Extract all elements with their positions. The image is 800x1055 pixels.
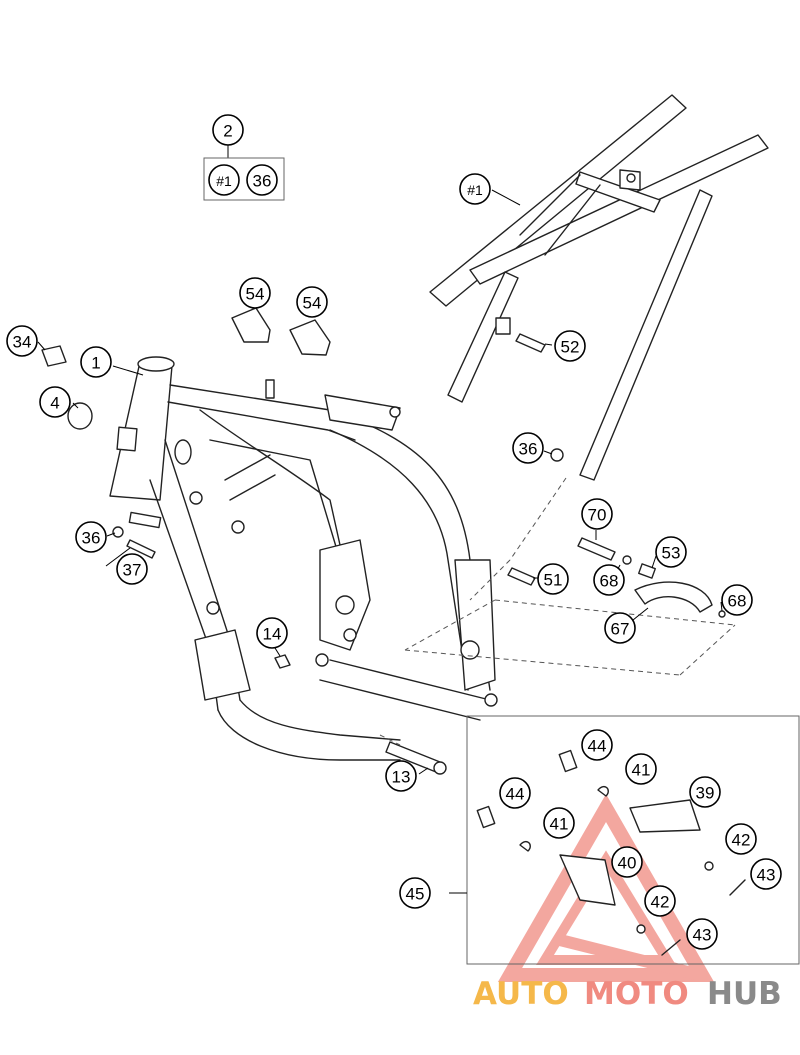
callout-2: 2 xyxy=(212,114,244,146)
callout-44-bottom: 44 xyxy=(499,777,531,809)
svg-text:45: 45 xyxy=(406,885,425,904)
svg-text:68: 68 xyxy=(728,592,747,611)
svg-text:36: 36 xyxy=(519,440,538,459)
callout-4: 4 xyxy=(39,386,71,418)
svg-text:43: 43 xyxy=(693,926,712,945)
svg-text:44: 44 xyxy=(506,785,525,804)
svg-text:2: 2 xyxy=(223,122,232,141)
callout-42-right: 42 xyxy=(725,823,757,855)
svg-text:41: 41 xyxy=(632,761,651,780)
callout-51: 51 xyxy=(537,563,569,595)
svg-text:68: 68 xyxy=(600,572,619,591)
svg-text:13: 13 xyxy=(392,768,411,787)
callout-40: 40 xyxy=(611,846,643,878)
callout-39: 39 xyxy=(689,776,721,808)
svg-text:52: 52 xyxy=(561,338,580,357)
svg-text:70: 70 xyxy=(588,506,607,525)
svg-text:42: 42 xyxy=(651,893,670,912)
callout-36-right: 36 xyxy=(512,432,544,464)
svg-text:41: 41 xyxy=(550,815,569,834)
callout-41-bottom: 41 xyxy=(543,807,575,839)
callout-53: 53 xyxy=(655,536,687,568)
callout-1-subframe: #1 xyxy=(459,173,491,205)
footpeg-kit-box xyxy=(466,715,800,965)
svg-text:#1: #1 xyxy=(467,182,483,198)
svg-text:67: 67 xyxy=(611,620,630,639)
callout-45: 45 xyxy=(399,877,431,909)
svg-text:43: 43 xyxy=(757,866,776,885)
svg-text:34: 34 xyxy=(13,333,32,352)
callout-54-left: 54 xyxy=(239,277,271,309)
svg-text:36: 36 xyxy=(253,172,272,191)
loose-parts xyxy=(41,307,726,775)
assembly-guides xyxy=(379,477,736,746)
watermark-auto: AUTO xyxy=(473,976,569,1012)
svg-text:54: 54 xyxy=(303,294,322,313)
callout-36-left: 36 xyxy=(75,521,107,553)
callout-44-top: 44 xyxy=(581,729,613,761)
callout-43-bottom: 43 xyxy=(686,918,718,950)
svg-text:39: 39 xyxy=(696,784,715,803)
watermark-wordmark: AUTO MOTO HUB xyxy=(473,976,782,1012)
callout-14: 14 xyxy=(256,617,288,649)
leader-lines xyxy=(37,145,723,894)
svg-text:53: 53 xyxy=(662,544,681,563)
svg-text:42: 42 xyxy=(732,831,751,850)
callout-34: 34 xyxy=(6,325,38,357)
svg-text:#1: #1 xyxy=(216,173,232,189)
main-frame-drawing xyxy=(109,356,498,761)
callout-68-left: 68 xyxy=(593,564,625,596)
watermark-moto: MOTO xyxy=(584,976,689,1012)
watermark-hub: HUB xyxy=(707,976,782,1012)
callout-41-top: 41 xyxy=(625,753,657,785)
svg-text:4: 4 xyxy=(50,394,59,413)
rear-subframe-drawing xyxy=(429,94,769,481)
callout-43-right: 43 xyxy=(750,858,782,890)
svg-text:14: 14 xyxy=(263,625,282,644)
svg-text:51: 51 xyxy=(544,571,563,590)
callout-70: 70 xyxy=(581,498,613,530)
callout-42-bottom: 42 xyxy=(644,885,676,917)
callout-1: 1 xyxy=(80,346,112,378)
callout-52: 52 xyxy=(554,330,586,362)
callout-68-right: 68 xyxy=(721,584,753,616)
svg-text:37: 37 xyxy=(123,561,142,580)
callout-13: 13 xyxy=(385,760,417,792)
svg-text:44: 44 xyxy=(588,737,607,756)
callout-37: 37 xyxy=(116,553,148,585)
svg-text:54: 54 xyxy=(246,285,265,304)
svg-text:1: 1 xyxy=(91,354,100,373)
svg-text:40: 40 xyxy=(618,854,637,873)
callout-54-right: 54 xyxy=(296,286,328,318)
svg-text:36: 36 xyxy=(82,529,101,548)
callout-1-kit: #1 xyxy=(208,164,240,196)
callout-67: 67 xyxy=(604,612,636,644)
callout-36-kit: 36 xyxy=(246,164,278,196)
footpeg-parts xyxy=(476,749,746,956)
